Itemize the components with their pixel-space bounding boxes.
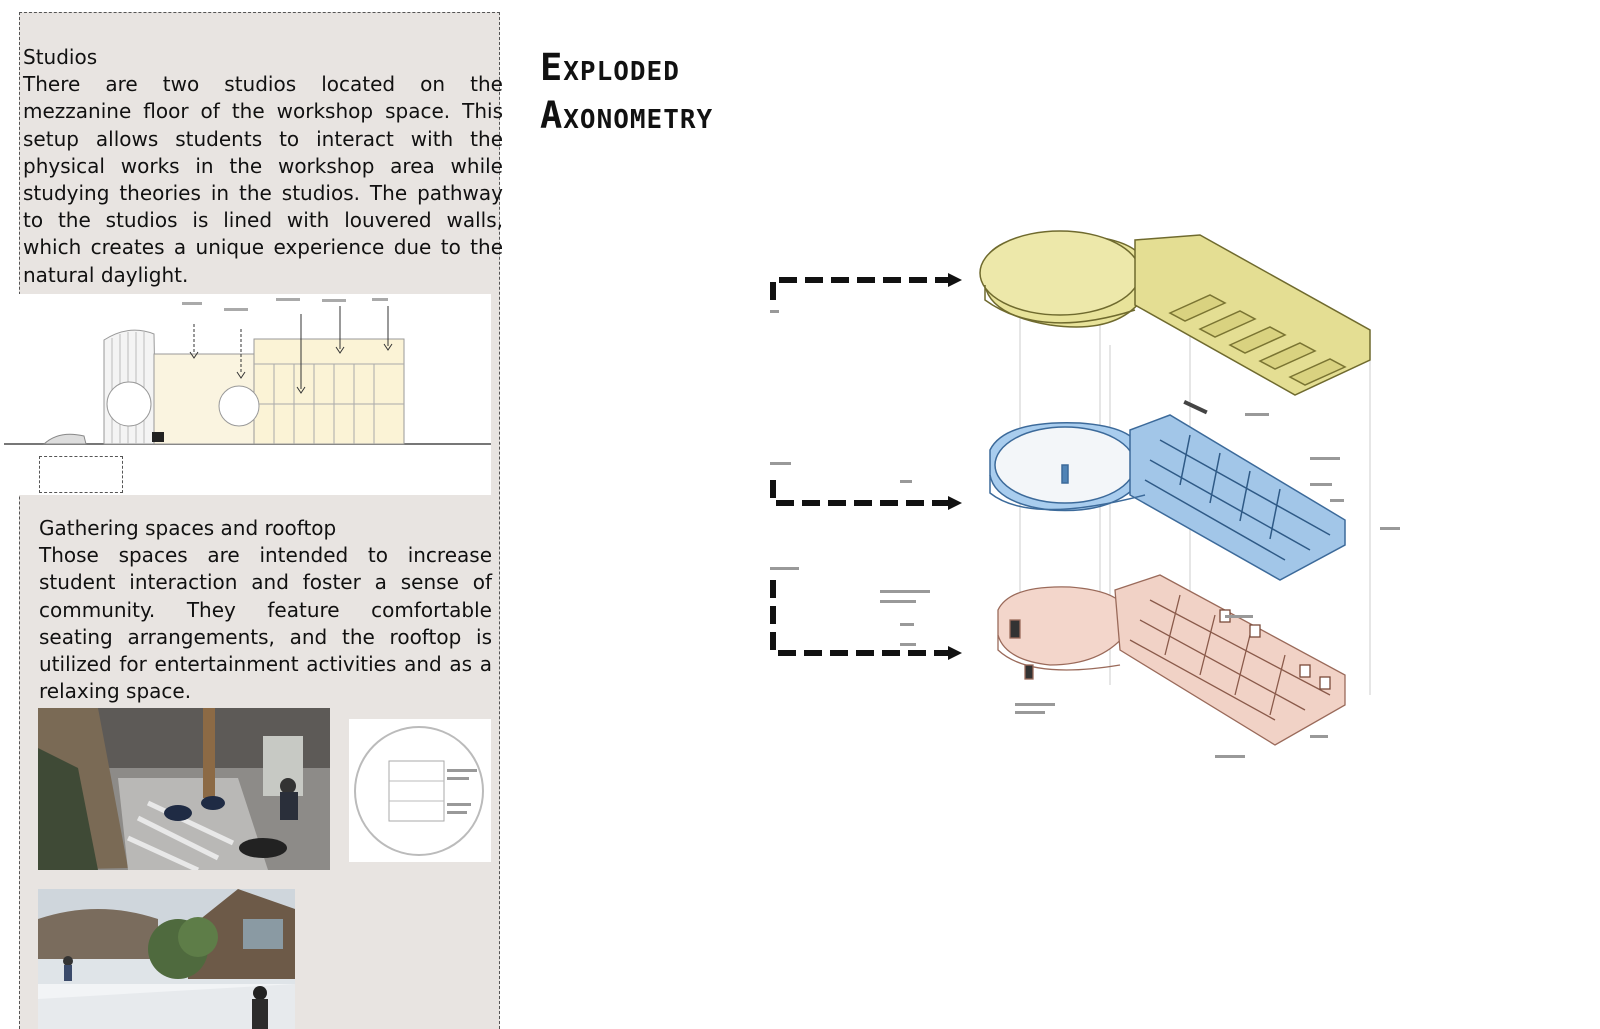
ground-floor-level: [997, 574, 1346, 746]
first-floor-level: [989, 414, 1346, 581]
level-arrow-roof: [770, 277, 950, 300]
level-arrow-ground: [770, 580, 950, 656]
roof-level: [979, 230, 1371, 396]
rooftop-plan-diagram: [349, 719, 491, 862]
gathering-text-block: Gathering spaces and rooftop Those space…: [39, 515, 492, 705]
exploded-axonometry-diagram: [770, 230, 1400, 758]
level-arrow-first: [770, 480, 950, 506]
gathering-description: Those spaces are intended to increase st…: [39, 543, 492, 704]
section-caption-box: [39, 456, 123, 493]
page-title: Exploded Axonometry: [540, 44, 713, 140]
studios-text-block: Studios There are two studios located on…: [23, 44, 503, 289]
rooftop-render: [38, 889, 295, 1029]
building-section-drawing: [4, 294, 491, 495]
gathering-space-render: [38, 708, 330, 870]
title-line-1: Exploded: [540, 46, 680, 89]
gathering-heading: Gathering spaces and rooftop: [39, 516, 337, 540]
title-line-2: Axonometry: [540, 94, 714, 137]
studios-description: There are two studios located on the mez…: [23, 72, 503, 287]
studios-heading: Studios: [23, 45, 98, 69]
